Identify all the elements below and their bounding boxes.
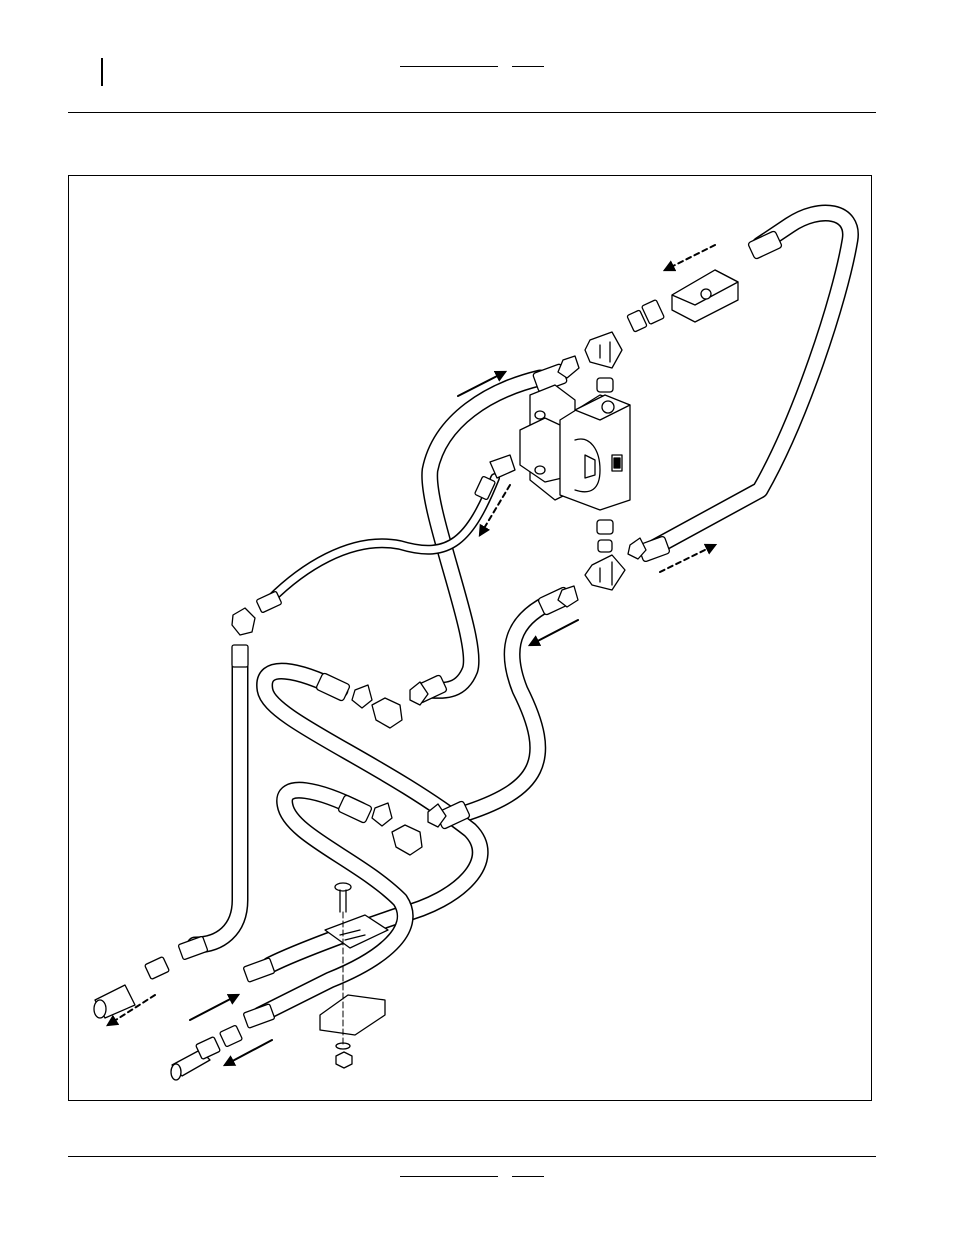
- footer-link-underline-1[interactable]: [400, 1176, 498, 1177]
- footer-rule: [68, 1156, 876, 1157]
- hose-end-fittings: [178, 231, 782, 1029]
- quick-coupler-icon: [94, 957, 243, 1080]
- bolt-icon: [335, 883, 351, 912]
- nut-icon: [336, 1052, 352, 1068]
- check-valve-icon: [672, 270, 738, 322]
- hose-icon: [195, 213, 850, 1015]
- footer-link-underline-2[interactable]: [512, 1176, 544, 1177]
- hydraulic-motor-icon: [520, 385, 630, 510]
